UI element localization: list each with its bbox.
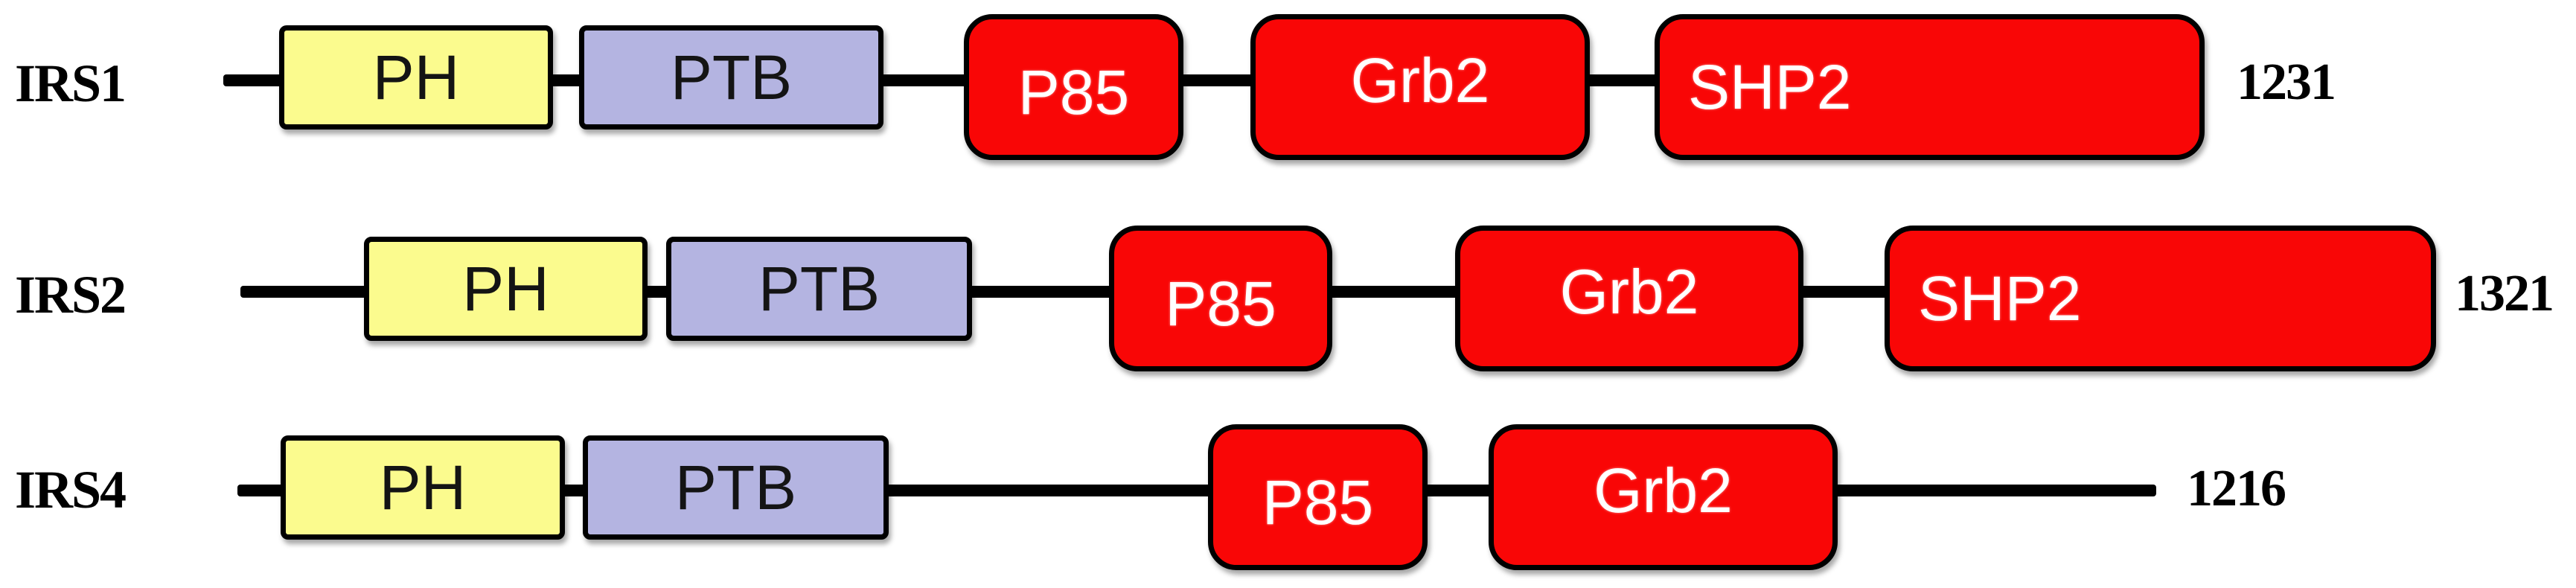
protein-length-label: 1321 [2455, 265, 2554, 322]
domain-label: PTB [670, 42, 793, 112]
domain-box-ptb: PTB [583, 435, 889, 540]
protein-length-label: 1231 [2237, 54, 2336, 111]
domain-box-p85: P85 [964, 14, 1183, 160]
domain-box-grb2: Grb2 [1250, 14, 1590, 160]
domain-box-ph: PH [279, 25, 553, 130]
domain-box-shp2: SHP2 [1885, 226, 2436, 371]
domain-label: P85 [1017, 57, 1130, 127]
domain-box-ph: PH [281, 435, 565, 540]
domain-box-p85: P85 [1208, 424, 1428, 570]
domain-box-grb2: Grb2 [1489, 424, 1838, 570]
domain-label: PH [379, 453, 467, 523]
domain-label: SHP2 [1688, 52, 1852, 122]
domain-label: PH [372, 42, 460, 112]
domain-label: PTB [758, 254, 880, 324]
domain-box-grb2: Grb2 [1455, 226, 1803, 371]
domain-box-shp2: SHP2 [1655, 14, 2205, 160]
protein-name-label: IRS2 [15, 265, 127, 325]
domain-label: SHP2 [1918, 263, 2082, 333]
domain-label: PTB [674, 453, 797, 523]
domain-label: PH [462, 254, 549, 324]
domain-label: P85 [1262, 467, 1374, 537]
protein-name-label: IRS1 [15, 54, 127, 113]
domain-box-ph: PH [364, 237, 648, 341]
domain-label: Grb2 [1350, 45, 1490, 115]
domain-label: Grb2 [1559, 257, 1699, 327]
domain-label: Grb2 [1594, 456, 1733, 525]
domain-label: P85 [1165, 269, 1276, 339]
domain-box-ptb: PTB [666, 237, 972, 341]
domain-box-ptb: PTB [579, 25, 883, 130]
protein-length-label: 1216 [2187, 460, 2286, 517]
protein-name-label: IRS4 [15, 460, 127, 520]
domain-box-p85: P85 [1109, 226, 1332, 371]
